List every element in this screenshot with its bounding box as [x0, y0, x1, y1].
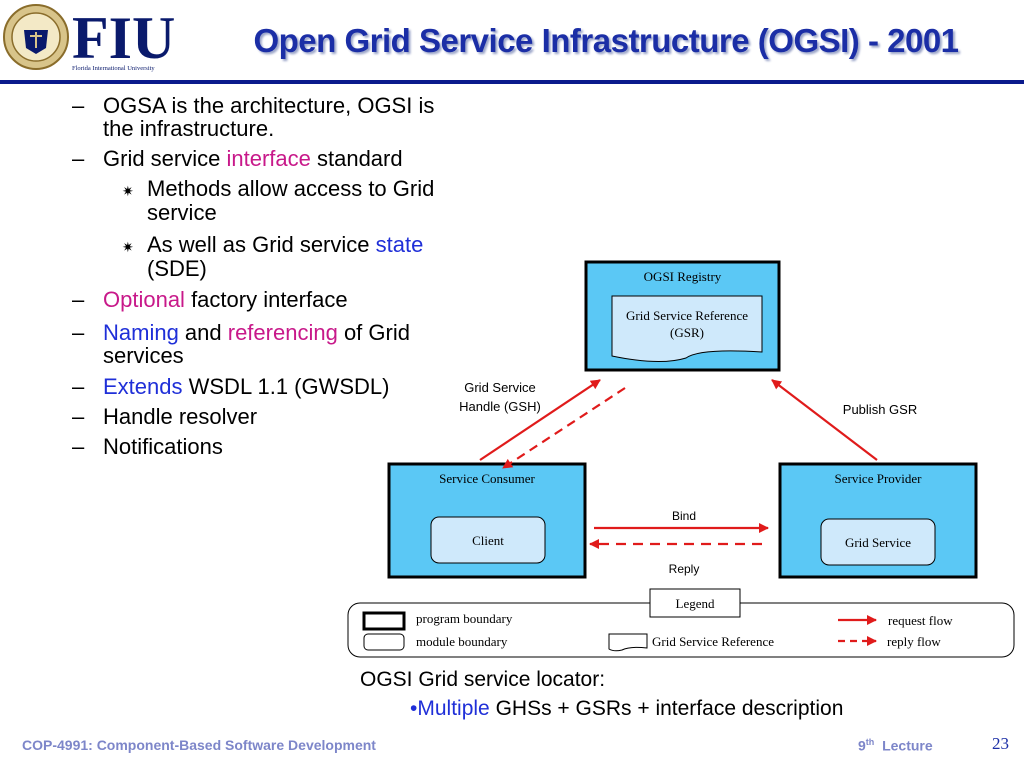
lecture-word: Lecture [882, 737, 933, 754]
module-boundary-swatch [363, 633, 405, 651]
page-number: 23 [992, 734, 1009, 753]
bullet-text: WSDL 1.1 (GWSDL) [182, 374, 390, 399]
logo-text: FIU [72, 5, 175, 71]
bullet-item: –Naming and referencing of Grid [72, 320, 410, 345]
lecture-number: 9 [858, 737, 866, 754]
bullet-text: standard [310, 146, 403, 171]
bullet-text: state [375, 232, 424, 257]
gsh-label-line2: Handle (GSH) [459, 399, 541, 414]
bullet-text: and [178, 320, 228, 345]
bullet-text: services [103, 343, 184, 368]
dash-marker: – [72, 320, 85, 345]
client-module [430, 516, 546, 564]
program-boundary-swatch [362, 611, 406, 631]
bullet-text: the infrastructure. [103, 116, 275, 141]
bullet-text: service [147, 200, 217, 225]
locator-bullet: • [410, 697, 418, 720]
gsr-label-line2: (GSR) [670, 325, 704, 340]
gsr-label-line1: Grid Service Reference [626, 308, 748, 323]
legend-program-boundary: program boundary [416, 611, 513, 626]
locator-bullet-line: •Multiple GHSs + GSRs + interface descri… [410, 697, 843, 721]
lecture-suffix: th [865, 737, 875, 747]
bullet-text: interface [226, 146, 311, 171]
legend-request-flow: request flow [888, 613, 953, 628]
header-rule [0, 80, 1024, 84]
locator-heading: OGSI Grid service locator: [360, 668, 606, 691]
asterisk-marker: ✷ [122, 239, 134, 255]
bullet-text: Grid service [103, 146, 227, 171]
client-label: Client [472, 533, 504, 548]
dash-marker: – [72, 434, 85, 459]
dash-marker: – [72, 146, 85, 171]
consumer-title: Service Consumer [439, 471, 535, 486]
bullet-text: Notifications [103, 434, 223, 459]
bullet-text: As well as Grid service [147, 232, 376, 257]
bullet-item: –OGSA is the architecture, OGSI is [72, 93, 435, 118]
dash-marker: – [72, 93, 85, 118]
legend-module-boundary: module boundary [416, 634, 508, 649]
legend-title-box [649, 588, 741, 618]
locator-highlight: Multiple [417, 697, 490, 720]
bullet-item: services [103, 343, 184, 368]
locator-rest: GHSs + GSRs + interface description [489, 697, 844, 720]
bullet-text: of Grid [337, 320, 410, 345]
dash-marker: – [72, 374, 85, 399]
bullet-item: –Grid service interface standard [72, 146, 403, 171]
bind-label: Bind [671, 509, 697, 523]
grid-service-module [820, 518, 936, 566]
footer-course: COP-4991: Component-Based Software Devel… [22, 737, 376, 753]
bullet-text: Methods allow access to Grid [147, 176, 435, 201]
bullet-text: OGSA is the architecture, OGSI is [103, 93, 435, 118]
bullet-text: referencing [227, 320, 338, 345]
asterisk-marker: ✷ [122, 183, 134, 199]
gsh-reply-arrow [502, 387, 626, 469]
dash-marker: – [72, 287, 85, 312]
legend-gsr: Grid Service Reference [652, 634, 774, 649]
publish-arrow [771, 379, 878, 461]
sub-bullet-item: service [147, 200, 217, 225]
gsr-swatch [608, 633, 648, 652]
bullet-item: –Handle resolver [72, 404, 258, 429]
legend-title: Legend [675, 596, 715, 611]
sub-bullet-item: ✷ Methods allow access to Grid [122, 176, 435, 201]
bullet-text: factory interface [184, 287, 348, 312]
bullet-text: Handle resolver [103, 404, 258, 429]
bullet-text: Optional [103, 287, 185, 312]
grid-service-label: Grid Service [844, 535, 912, 550]
publish-label: Publish GSR [842, 402, 918, 417]
logo-subtext: Florida International University [72, 65, 155, 72]
bullet-item: –Optional factory interface [72, 287, 348, 312]
legend-reply-flow: reply flow [887, 634, 941, 649]
bullet-item: –Notifications [72, 434, 223, 459]
fiu-logo: FIU Florida International University [3, 4, 175, 72]
registry-title: OGSI Registry [643, 269, 722, 284]
dash-marker: – [72, 404, 85, 429]
bullet-text: Extends [103, 374, 183, 399]
footer-lecture: 9th Lecture [858, 737, 933, 754]
sub-bullet-item: ✷ As well as Grid service state [122, 232, 424, 257]
sub-bullet-item: (SDE) [147, 256, 207, 281]
bullet-text: Naming [103, 320, 179, 345]
provider-title: Service Provider [834, 471, 922, 486]
reply-label: Reply [668, 562, 700, 576]
bullet-text: (SDE) [147, 256, 207, 281]
gsr-document [611, 295, 763, 363]
header-band [0, 0, 1024, 80]
fiu-seal-icon [3, 4, 69, 70]
slide-title: Open Grid Service Infrastructure (OGSI) … [253, 22, 959, 59]
gsh-label-line1: Grid Service [464, 380, 536, 395]
bullet-item: the infrastructure. [103, 116, 274, 141]
bullet-item: –Extends WSDL 1.1 (GWSDL) [72, 374, 390, 399]
gsh-request-arrow [479, 379, 601, 461]
